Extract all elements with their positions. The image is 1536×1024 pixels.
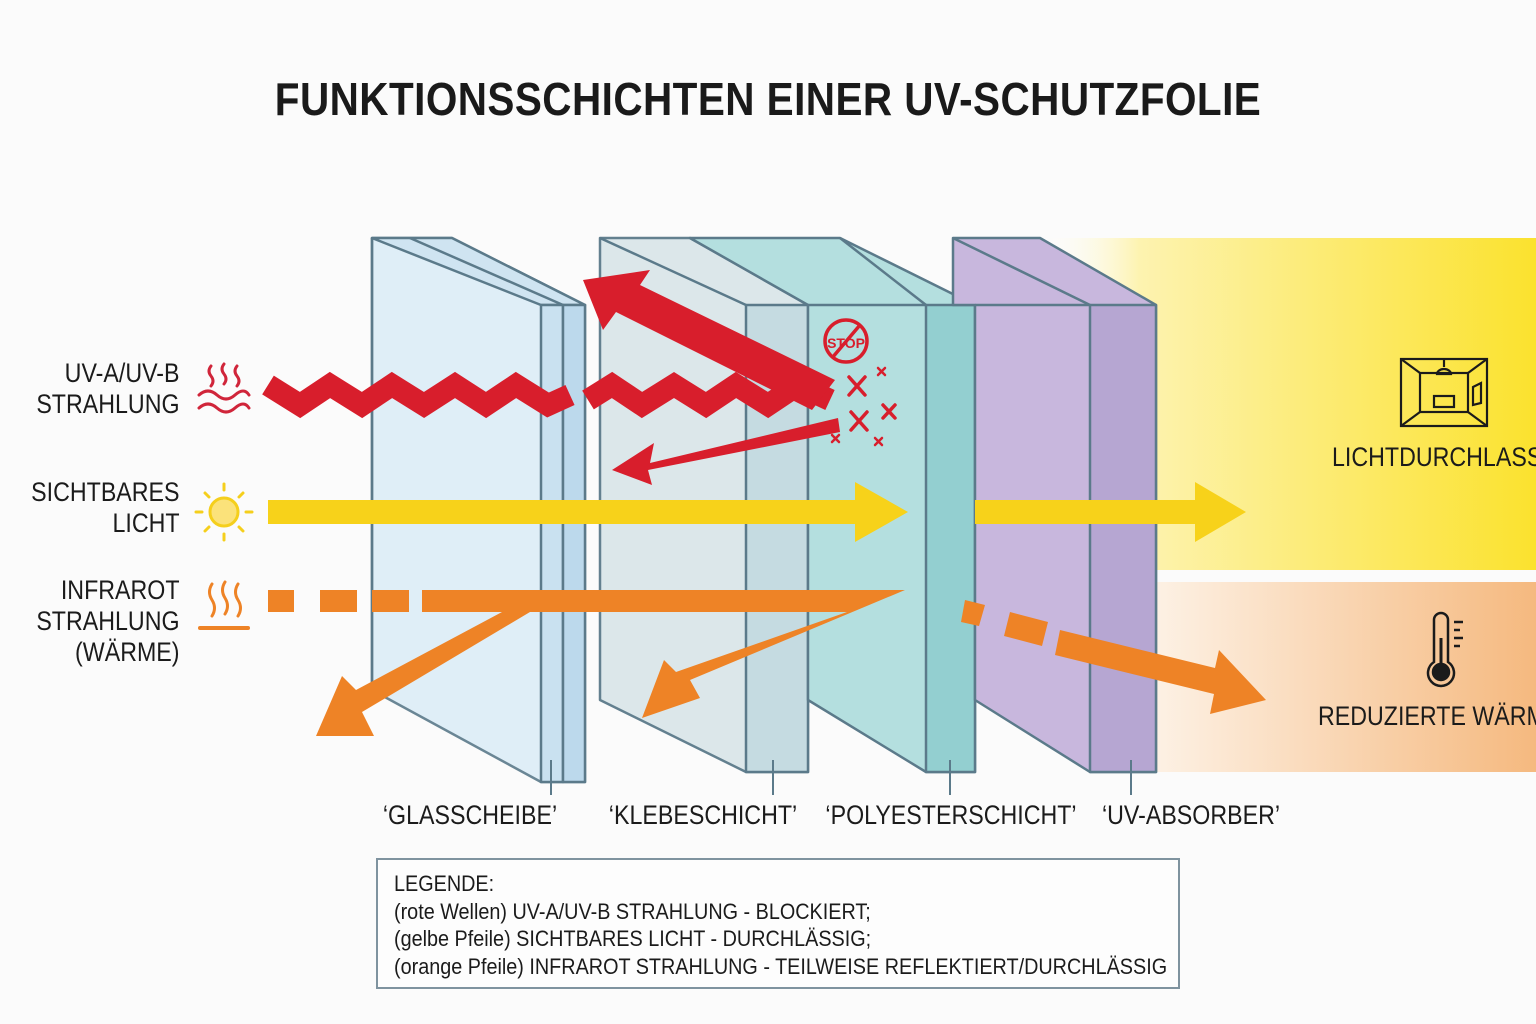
source-label-line: STRAHLUNG xyxy=(36,389,180,419)
source-label-line: SICHTBARES xyxy=(31,477,180,507)
heat-icon xyxy=(198,580,250,630)
svg-text:STOP: STOP xyxy=(827,335,865,351)
sun-icon xyxy=(194,482,254,542)
room-icon xyxy=(1399,357,1489,428)
stop-icon: STOP xyxy=(823,318,869,364)
infrared-arrows xyxy=(268,590,1266,736)
source-label-line: INFRAROT xyxy=(61,575,180,605)
visible-light-arrows xyxy=(268,482,1246,542)
thermometer-icon xyxy=(1426,611,1463,688)
layer-label-glass: ‘GLASSCHEIBE’ xyxy=(382,800,558,830)
legend-box: LEGENDE: (rote Wellen) UV-A/UV-B STRAHLU… xyxy=(376,858,1180,989)
legend-item-infrared: (orange Pfeile) INFRAROT STRAHLUNG - TEI… xyxy=(394,953,1168,979)
source-label-line: STRAHLUNG xyxy=(36,606,180,636)
source-label-infrared: INFRAROT STRAHLUNG (WÄRME) xyxy=(37,575,180,668)
output-label-light: LICHTDURCHLASS xyxy=(1332,442,1536,472)
layer-label-polyester: ‘POLYESTERSCHICHT’ xyxy=(825,800,1077,830)
source-label-visible: SICHTBARES LICHT xyxy=(32,477,180,539)
source-label-line: LICHT xyxy=(112,508,180,538)
layer-label-uv-absorber: ‘UV-ABSORBER’ xyxy=(1101,800,1281,830)
source-label-line: (WÄRME) xyxy=(75,637,180,667)
source-label-uv: UV-A/UV-B STRAHLUNG xyxy=(37,358,180,420)
legend-item-uv: (rote Wellen) UV-A/UV-B STRAHLUNG - BLOC… xyxy=(394,898,871,924)
layer-leader-lines xyxy=(550,760,1132,795)
layer-label-adhesive: ‘KLEBESCHICHT’ xyxy=(608,800,798,830)
legend-item-visible: (gelbe Pfeile) SICHTBARES LICHT - DURCHL… xyxy=(394,926,872,951)
legend-heading: LEGENDE: xyxy=(394,871,495,896)
blocked-x-marks xyxy=(830,366,897,447)
page-title: FUNKTIONSSCHICHTEN EINER UV-SCHUTZFOLIE xyxy=(274,73,1262,125)
output-label-heat: REDUZIERTE WÄRME xyxy=(1318,701,1536,731)
source-label-line: UV-A/UV-B xyxy=(65,358,180,388)
uv-reflected-arrows xyxy=(583,270,840,485)
uv-wave-icon xyxy=(197,362,251,414)
